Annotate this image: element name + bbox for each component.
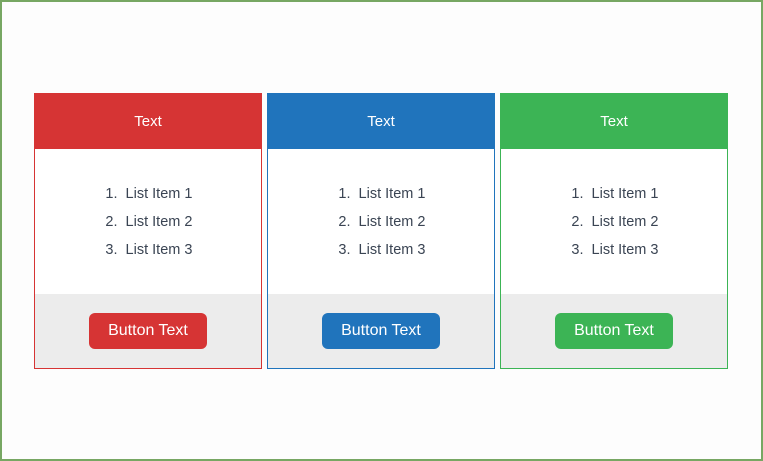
list-item: List Item 3 [122,242,193,258]
card-green-header: Text [501,94,727,149]
card-green-button[interactable]: Button Text [555,313,673,349]
list-item: List Item 2 [355,214,426,230]
list-item: List Item 1 [122,186,193,202]
list-item: List Item 3 [588,242,659,258]
card-blue-body: List Item 1 List Item 2 List Item 3 [268,149,494,294]
card-green-list: List Item 1 List Item 2 List Item 3 [570,174,659,270]
card-red: Text List Item 1 List Item 2 List Item 3… [34,93,262,369]
card-green: Text List Item 1 List Item 2 List Item 3… [500,93,728,369]
card-blue-list: List Item 1 List Item 2 List Item 3 [337,174,426,270]
card-blue-header: Text [268,94,494,149]
card-green-footer: Button Text [501,294,727,368]
card-blue-footer: Button Text [268,294,494,368]
card-green-body: List Item 1 List Item 2 List Item 3 [501,149,727,294]
list-item: List Item 2 [122,214,193,230]
card-blue-header-label: Text [367,113,395,130]
card-blue-button[interactable]: Button Text [322,313,440,349]
card-red-header-label: Text [134,113,162,130]
card-red-body: List Item 1 List Item 2 List Item 3 [35,149,261,294]
list-item: List Item 2 [588,214,659,230]
card-red-button[interactable]: Button Text [89,313,207,349]
list-item: List Item 1 [588,186,659,202]
cards-row: Text List Item 1 List Item 2 List Item 3… [34,93,728,369]
list-item: List Item 1 [355,186,426,202]
card-red-footer: Button Text [35,294,261,368]
list-item: List Item 3 [355,242,426,258]
card-red-list: List Item 1 List Item 2 List Item 3 [104,174,193,270]
card-red-header: Text [35,94,261,149]
card-green-header-label: Text [600,113,628,130]
card-blue: Text List Item 1 List Item 2 List Item 3… [267,93,495,369]
